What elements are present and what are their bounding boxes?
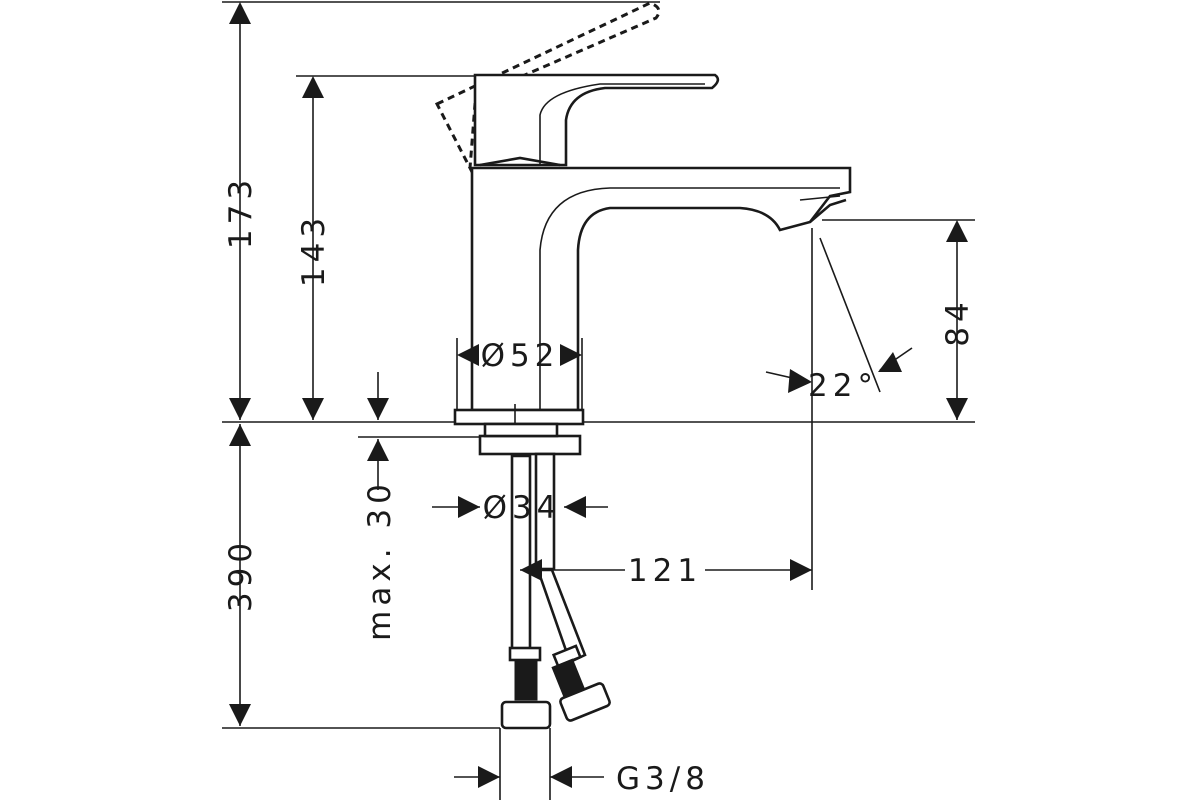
dimension-lines [229, 2, 968, 788]
label-max-thickness: max. 30 [362, 479, 398, 641]
label-base-diameter: Ø52 [481, 338, 560, 374]
label-shank-diameter: Ø34 [483, 490, 562, 526]
label-outlet-height: 84 [940, 297, 976, 346]
label-total-height: 173 [223, 175, 259, 249]
hose-left [510, 454, 532, 652]
extension-lines [222, 1, 975, 800]
base-ring [453, 408, 585, 426]
dimension-labels: 173 143 390 max. 30 84 Ø52 Ø34 121 22° G… [223, 175, 976, 797]
label-connection-thread: G3/8 [616, 761, 710, 797]
lever-handle [473, 73, 720, 167]
label-hose-length: 390 [223, 538, 259, 612]
label-spout-reach: 121 [628, 553, 702, 589]
mounting-nut [478, 434, 582, 456]
label-spout-height: 143 [296, 213, 332, 287]
label-spray-angle: 22° [808, 368, 878, 404]
